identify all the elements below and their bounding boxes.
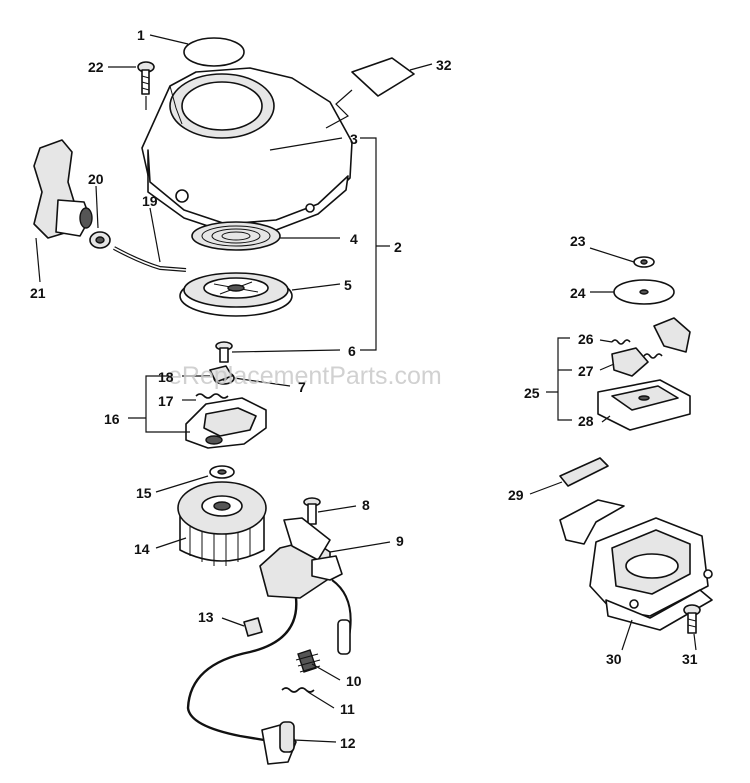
callout-4: 4 [350, 231, 358, 247]
callout-numbers: 1 22 32 3 20 19 4 2 5 21 6 18 7 17 16 15… [30, 27, 698, 751]
callout-13: 13 [198, 609, 214, 625]
callout-19: 19 [142, 193, 158, 209]
callout-23: 23 [570, 233, 586, 249]
part-18-pawl [209, 365, 233, 383]
leader-lines [35, 34, 697, 743]
part-19-rope [113, 246, 187, 272]
callout-28: 28 [578, 413, 594, 429]
part-4-recoil-spring [191, 221, 281, 251]
part-9-ignition-coil [259, 517, 343, 599]
part-27-clutch-shoes [611, 317, 691, 377]
part-5-pulley [179, 272, 293, 317]
part-11-spring [281, 687, 315, 693]
callout-1: 1 [137, 27, 145, 43]
callout-27: 27 [578, 363, 594, 379]
part-31-bolt [683, 604, 701, 634]
callout-6: 6 [348, 343, 356, 359]
callout-17: 17 [158, 393, 174, 409]
part-20-grommet [89, 231, 111, 249]
part-14-flywheel [177, 481, 267, 566]
part-1-cap [183, 37, 245, 67]
part-29-gasket [559, 457, 609, 487]
callout-24: 24 [570, 285, 586, 301]
part-30-engine-base [559, 499, 713, 631]
part-32-label [351, 57, 415, 97]
watermark: eReplacementParts.com [168, 362, 442, 390]
callout-30: 30 [606, 651, 622, 667]
part-3-starter-housing [141, 67, 353, 233]
callout-9: 9 [396, 533, 404, 549]
callout-20: 20 [88, 171, 104, 187]
callout-32: 32 [436, 57, 452, 73]
callout-3: 3 [350, 131, 358, 147]
part-21-starter-handle [33, 139, 93, 239]
callout-25: 25 [524, 385, 540, 401]
part-28-cover [597, 379, 691, 431]
part-16-ratchet-cup [185, 397, 267, 449]
callout-7: 7 [298, 379, 306, 395]
part-8-screw [303, 497, 321, 525]
part-6-screw [215, 341, 233, 363]
ignition-lead [186, 597, 298, 742]
callout-2: 2 [394, 239, 402, 255]
part-22-screw [137, 61, 155, 95]
callout-31: 31 [682, 651, 698, 667]
callout-10: 10 [346, 673, 362, 689]
part-26-springs [611, 339, 663, 359]
callout-29: 29 [508, 487, 524, 503]
callout-21: 21 [30, 285, 46, 301]
callout-22: 22 [88, 59, 104, 75]
callout-15: 15 [136, 485, 152, 501]
callout-18: 18 [158, 369, 174, 385]
part-13-clamp [243, 617, 263, 637]
part-12-plug-boot [261, 721, 297, 765]
callout-12: 12 [340, 735, 356, 751]
callout-16: 16 [104, 411, 120, 427]
part-17-spring [195, 393, 229, 399]
callout-11: 11 [340, 701, 355, 717]
callout-26: 26 [578, 331, 594, 347]
callout-5: 5 [344, 277, 352, 293]
part-10-terminal [295, 649, 321, 673]
callout-14: 14 [134, 541, 150, 557]
callout-8: 8 [362, 497, 370, 513]
part-24-disc [613, 279, 675, 305]
